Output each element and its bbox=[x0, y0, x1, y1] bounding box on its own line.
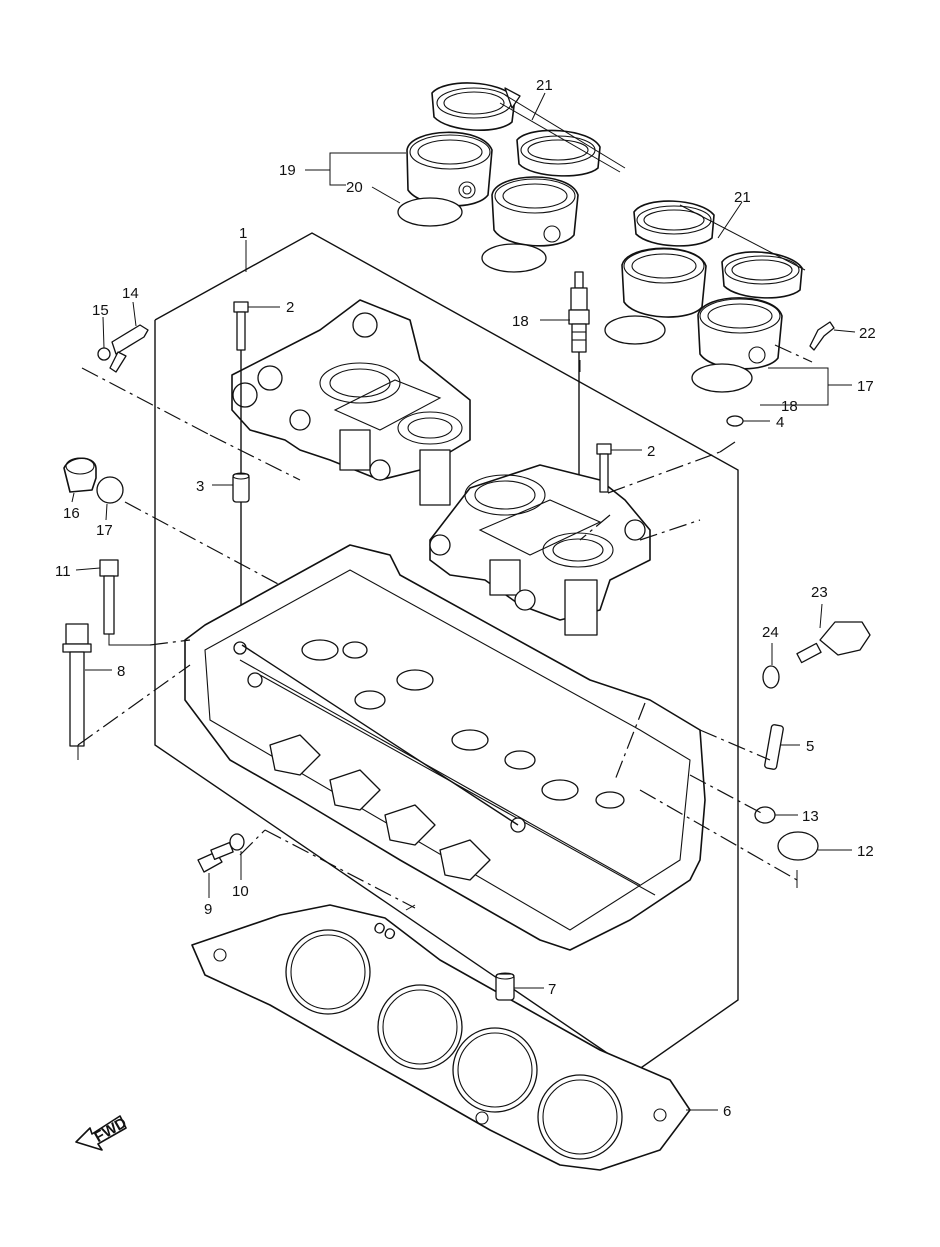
vacuum-line-b bbox=[499, 102, 621, 173]
bolt-11 bbox=[99, 559, 119, 635]
label-16: 16 bbox=[63, 505, 80, 522]
label-18-right: 18 bbox=[781, 398, 798, 415]
washer-24 bbox=[762, 665, 780, 689]
label-21-top: 21 bbox=[536, 77, 553, 94]
o-ring-20b bbox=[481, 243, 547, 273]
fwd-arrow-icon: FWD bbox=[75, 1114, 130, 1151]
vacuum-line-a bbox=[504, 94, 626, 169]
pin-5 bbox=[764, 724, 784, 770]
intake-pipe-right-a bbox=[621, 247, 707, 318]
intake-pipe-right-b bbox=[697, 297, 783, 370]
assembly-outline bbox=[154, 232, 739, 1073]
dowel-7 bbox=[495, 972, 515, 1001]
vacuum-line-c bbox=[679, 204, 806, 271]
label-11: 11 bbox=[55, 563, 71, 580]
label-1: 1 bbox=[239, 225, 247, 242]
label-22: 22 bbox=[859, 325, 876, 342]
intake-pipe-19 bbox=[406, 131, 493, 207]
bolt-2-left bbox=[233, 301, 249, 351]
label-23: 23 bbox=[811, 584, 828, 601]
o-ring-17 bbox=[96, 476, 124, 504]
label-12: 12 bbox=[857, 843, 874, 860]
label-13: 13 bbox=[802, 808, 819, 825]
intake-pipe-19b bbox=[491, 176, 579, 247]
bolt-2-right bbox=[596, 443, 612, 493]
washer-10 bbox=[229, 833, 245, 851]
sensor-23 bbox=[796, 621, 871, 664]
fitting-14 bbox=[109, 324, 149, 373]
leader-lines bbox=[71, 92, 856, 1111]
bolt-8 bbox=[62, 623, 92, 747]
label-9: 9 bbox=[204, 901, 212, 918]
head-axis-line bbox=[241, 644, 519, 826]
o-ring-right-a bbox=[604, 315, 666, 345]
label-14: 14 bbox=[122, 285, 139, 302]
label-3: 3 bbox=[196, 478, 204, 495]
label-18-plug: 18 bbox=[512, 313, 529, 330]
washer-15 bbox=[97, 347, 111, 361]
label-5: 5 bbox=[806, 738, 814, 755]
cam-holder-left bbox=[231, 299, 471, 506]
cylinder-head bbox=[184, 544, 706, 951]
screw-22 bbox=[809, 321, 835, 351]
bolt-9 bbox=[197, 841, 234, 873]
fwd-arrow-text: FWD bbox=[92, 1114, 130, 1146]
label-24: 24 bbox=[762, 624, 779, 641]
intake-pipe-right-rear-b bbox=[721, 251, 803, 299]
label-17-right: 17 bbox=[857, 378, 874, 395]
label-6: 6 bbox=[723, 1103, 731, 1120]
label-7: 7 bbox=[548, 981, 556, 998]
spark-plug bbox=[568, 271, 590, 353]
label-20: 20 bbox=[346, 179, 363, 196]
label-8: 8 bbox=[117, 663, 125, 680]
label-4: 4 bbox=[776, 414, 784, 431]
label-2-left: 2 bbox=[286, 299, 294, 316]
plug-16 bbox=[63, 457, 97, 493]
cam-holder-right bbox=[429, 464, 651, 636]
o-ring-12 bbox=[777, 831, 819, 861]
label-2-right: 2 bbox=[647, 443, 655, 460]
intake-pipe-front-left bbox=[431, 82, 521, 131]
label-10: 10 bbox=[232, 883, 249, 900]
washer-4 bbox=[726, 415, 744, 427]
o-ring-20 bbox=[397, 197, 463, 227]
o-ring-18 bbox=[691, 363, 753, 393]
dashed-alignment-lines bbox=[77, 367, 798, 909]
o-ring-13 bbox=[754, 806, 776, 824]
label-17-left: 17 bbox=[96, 522, 113, 539]
label-19: 19 bbox=[279, 162, 296, 179]
part-labels: 21 19 20 21 1 14 15 2 18 22 17 18 4 2 3 … bbox=[55, 77, 876, 1120]
intake-pipe-right-rear-a bbox=[633, 200, 715, 247]
dowel-pin-3 bbox=[232, 472, 250, 503]
label-15: 15 bbox=[92, 302, 109, 319]
label-21-right: 21 bbox=[734, 189, 751, 206]
cylinder-head-gasket: OO bbox=[191, 904, 691, 1171]
